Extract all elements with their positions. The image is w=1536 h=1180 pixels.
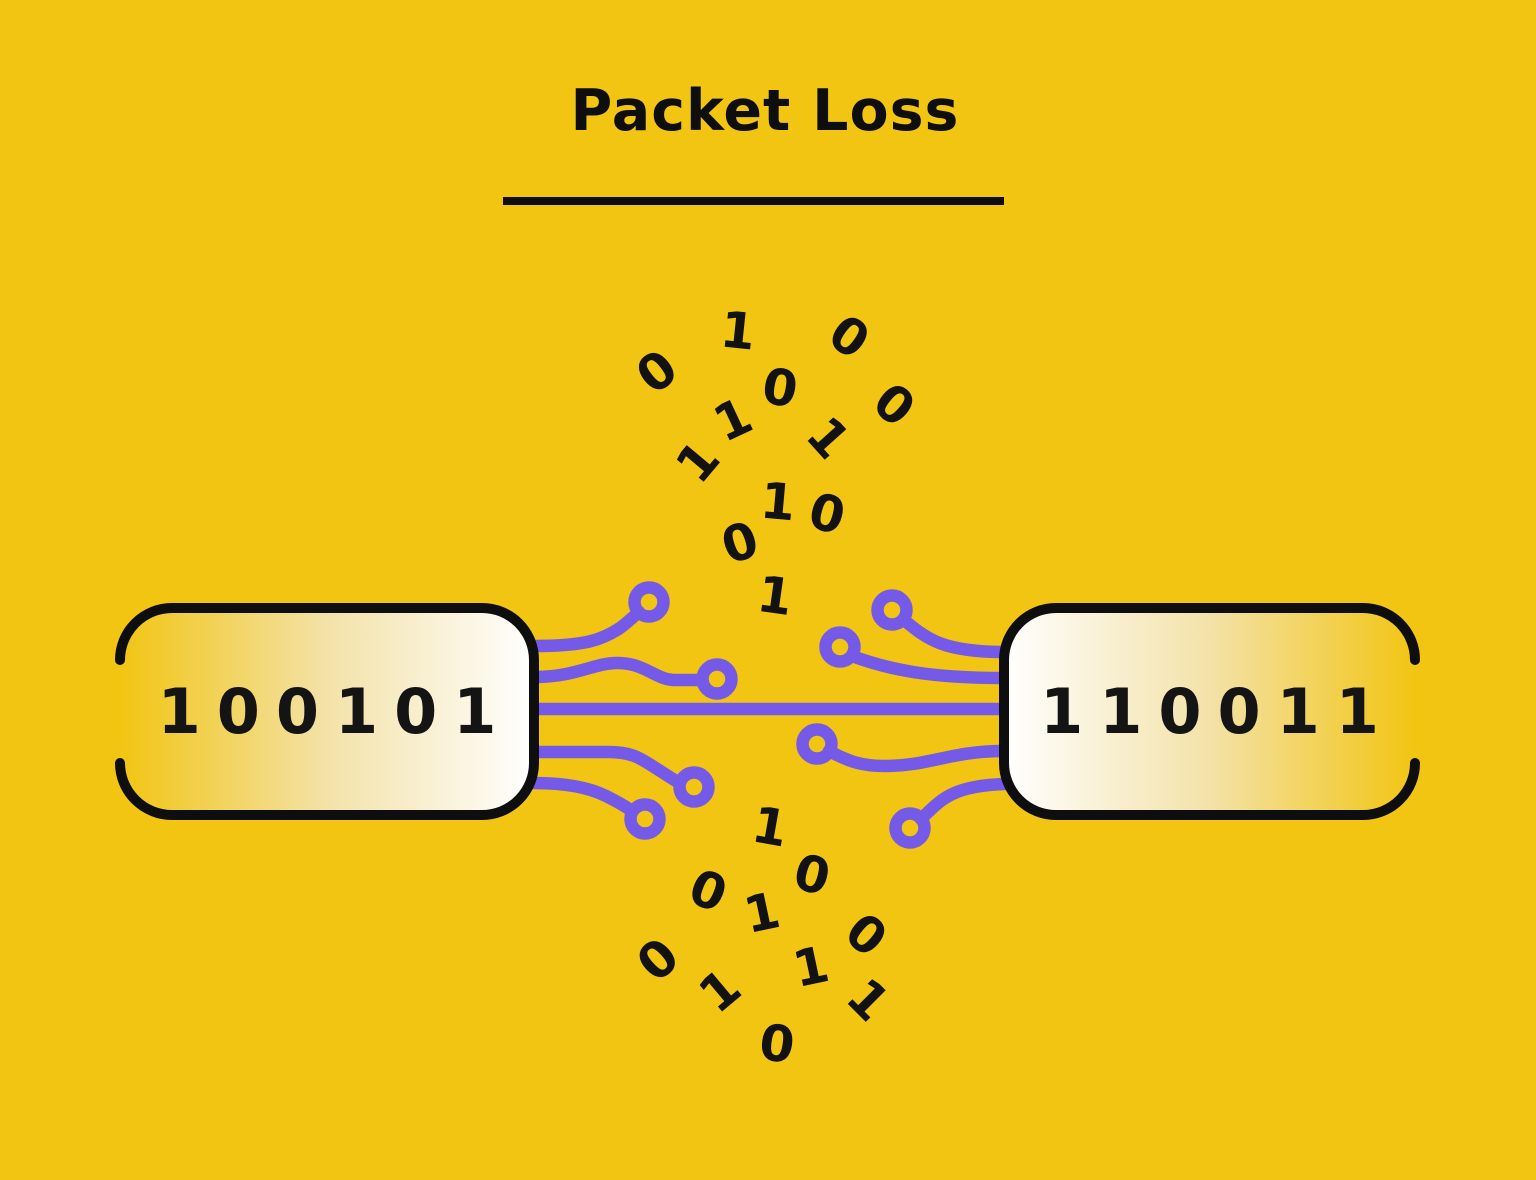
- packet-box-right-border: [999, 603, 1420, 820]
- title-underline: [503, 197, 1004, 205]
- packet-box-left: [115, 603, 539, 820]
- circuit-trace: [897, 613, 1011, 659]
- circuit-trace: [527, 745, 683, 788]
- circuit-node-icon: [628, 581, 670, 623]
- packet-box-right-fill: [1004, 608, 1415, 815]
- binary-digit: 0: [755, 1012, 799, 1076]
- circuit-node-icon: [673, 766, 715, 808]
- binary-digit: 1: [753, 564, 797, 628]
- binary-digit: 1: [717, 300, 759, 362]
- packet-bits-right: 110011: [1040, 675, 1395, 748]
- circuit-trace: [527, 605, 646, 653]
- packet-bits-left: 100101: [157, 675, 513, 748]
- circuit-node-icon: [624, 798, 666, 840]
- packet-box-right: [999, 603, 1420, 820]
- page-title: Packet Loss: [570, 78, 960, 144]
- circuit-node-icon: [819, 626, 861, 668]
- packet-box-left-border: [115, 603, 539, 820]
- binary-digit: 1: [758, 471, 798, 533]
- circuit-node-icon: [696, 658, 738, 700]
- circuit-trace: [914, 777, 1011, 826]
- circuit-node-icon: [871, 589, 913, 631]
- circuit-traces: [527, 581, 1011, 849]
- circuit-trace: [527, 656, 709, 687]
- circuit-node-icon: [889, 807, 931, 849]
- circuit-trace: [822, 744, 1011, 773]
- circuit-node-icon: [796, 723, 838, 765]
- circuit-trace: [845, 649, 1011, 685]
- packet-box-left-fill: [120, 608, 534, 815]
- circuit-trace: [527, 776, 639, 818]
